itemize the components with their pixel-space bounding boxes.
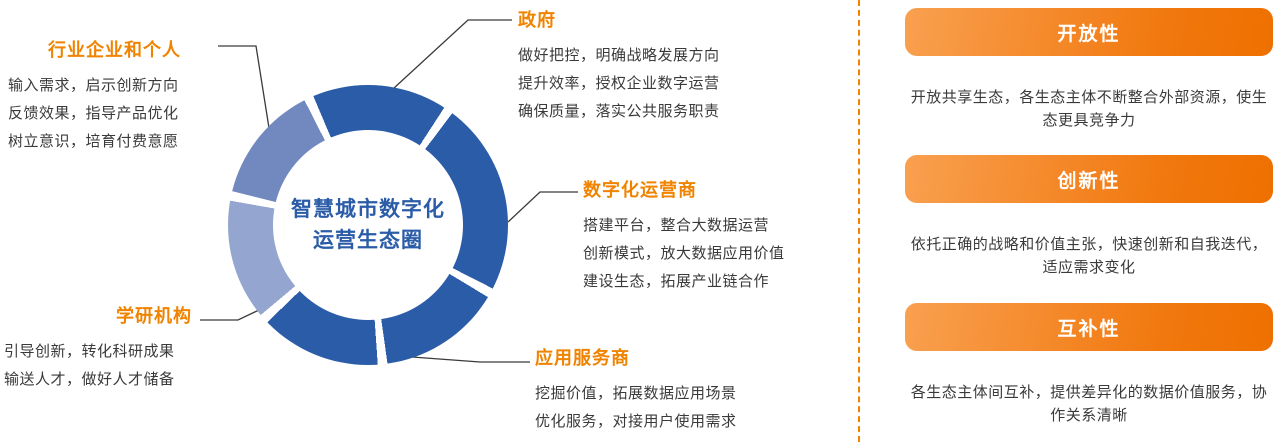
node-government: 政府 做好把控，明确战略发展方向 提升效率，授权企业数字运营 确保质量，落实公共… bbox=[518, 6, 720, 126]
panel-innovation-desc: 依托正确的战略和价值主张，快速创新和自我迭代，适应需求变化 bbox=[910, 236, 1268, 276]
leader-line-academic bbox=[200, 309, 260, 321]
node-digital-operator-line: 创新模式，放大数据应用价值 bbox=[583, 245, 785, 262]
node-government-label: 政府 bbox=[518, 10, 556, 30]
panel-complementarity-title: 互补性 bbox=[1057, 318, 1121, 340]
node-app-service-provider-label: 应用服务商 bbox=[535, 348, 630, 368]
panel-complementarity-banner: 互补性 bbox=[905, 303, 1273, 351]
node-industry-line: 树立意识，培育付费意愿 bbox=[8, 133, 179, 150]
center-title-line1: 智慧城市数字化 bbox=[291, 198, 445, 221]
node-app-service-provider-line: 挖掘价值，拓展数据应用场景 bbox=[535, 385, 737, 402]
panel-openness-title: 开放性 bbox=[1057, 23, 1121, 45]
node-digital-operator-line: 搭建平台，整合大数据运营 bbox=[583, 217, 770, 234]
node-academic-line: 输送人才，做好人才储备 bbox=[4, 371, 175, 388]
dashed-divider bbox=[858, 0, 860, 442]
node-app-service-provider-line: 优化服务，对接用户使用需求 bbox=[535, 413, 737, 430]
node-academic-line: 引导创新，转化科研成果 bbox=[4, 343, 175, 360]
node-industry-line: 反馈效果，指导产品优化 bbox=[8, 105, 179, 122]
panel-innovation-title: 创新性 bbox=[1057, 170, 1121, 192]
center-title-line2: 运营生态圈 bbox=[313, 229, 423, 252]
leader-lines bbox=[200, 19, 578, 363]
node-industry: 行业企业和个人 输入需求，启示创新方向 反馈效果，指导产品优化 树立意识，培育付… bbox=[8, 36, 181, 156]
node-academic-label: 学研机构 bbox=[116, 306, 192, 326]
node-digital-operator-label: 数字化运营商 bbox=[583, 180, 697, 200]
panel-innovation-banner: 创新性 bbox=[905, 155, 1273, 203]
panel-openness: 开放性 开放共享生态，各生态主体不断整合外部资源，使生态更具竞争力 bbox=[905, 8, 1273, 132]
node-government-line: 提升效率，授权企业数字运营 bbox=[518, 75, 720, 92]
panel-openness-desc: 开放共享生态，各生态主体不断整合外部资源，使生态更具竞争力 bbox=[910, 89, 1268, 129]
node-government-line: 做好把控，明确战略发展方向 bbox=[518, 47, 720, 64]
panel-complementarity: 互补性 各生态主体间互补，提供差异化的数据价值服务，协作关系清晰 bbox=[905, 303, 1273, 427]
node-government-line: 确保质量，落实公共服务职责 bbox=[518, 103, 720, 120]
leader-line-industry bbox=[218, 45, 270, 129]
node-digital-operator-line: 建设生态，拓展产业链合作 bbox=[583, 273, 770, 290]
panel-openness-banner: 开放性 bbox=[905, 8, 1273, 56]
leader-line-appservice bbox=[411, 356, 530, 363]
node-app-service-provider: 应用服务商 挖掘价值，拓展数据应用场景 优化服务，对接用户使用需求 bbox=[535, 344, 737, 436]
panel-innovation: 创新性 依托正确的战略和价值主张，快速创新和自我迭代，适应需求变化 bbox=[905, 155, 1273, 279]
node-academic: 学研机构 引导创新，转化科研成果 输送人才，做好人才储备 bbox=[4, 302, 192, 394]
node-industry-line: 输入需求，启示创新方向 bbox=[8, 77, 179, 94]
node-digital-operator: 数字化运营商 搭建平台，整合大数据运营 创新模式，放大数据应用价值 建设生态，拓… bbox=[583, 176, 785, 296]
ecosystem-ring-center: 智慧城市数字化 运营生态圈 bbox=[273, 130, 463, 320]
leader-line-operator bbox=[507, 191, 578, 223]
node-industry-label: 行业企业和个人 bbox=[48, 40, 181, 60]
panel-complementarity-desc: 各生态主体间互补，提供差异化的数据价值服务，协作关系清晰 bbox=[910, 384, 1268, 424]
leader-line-government bbox=[393, 19, 512, 89]
